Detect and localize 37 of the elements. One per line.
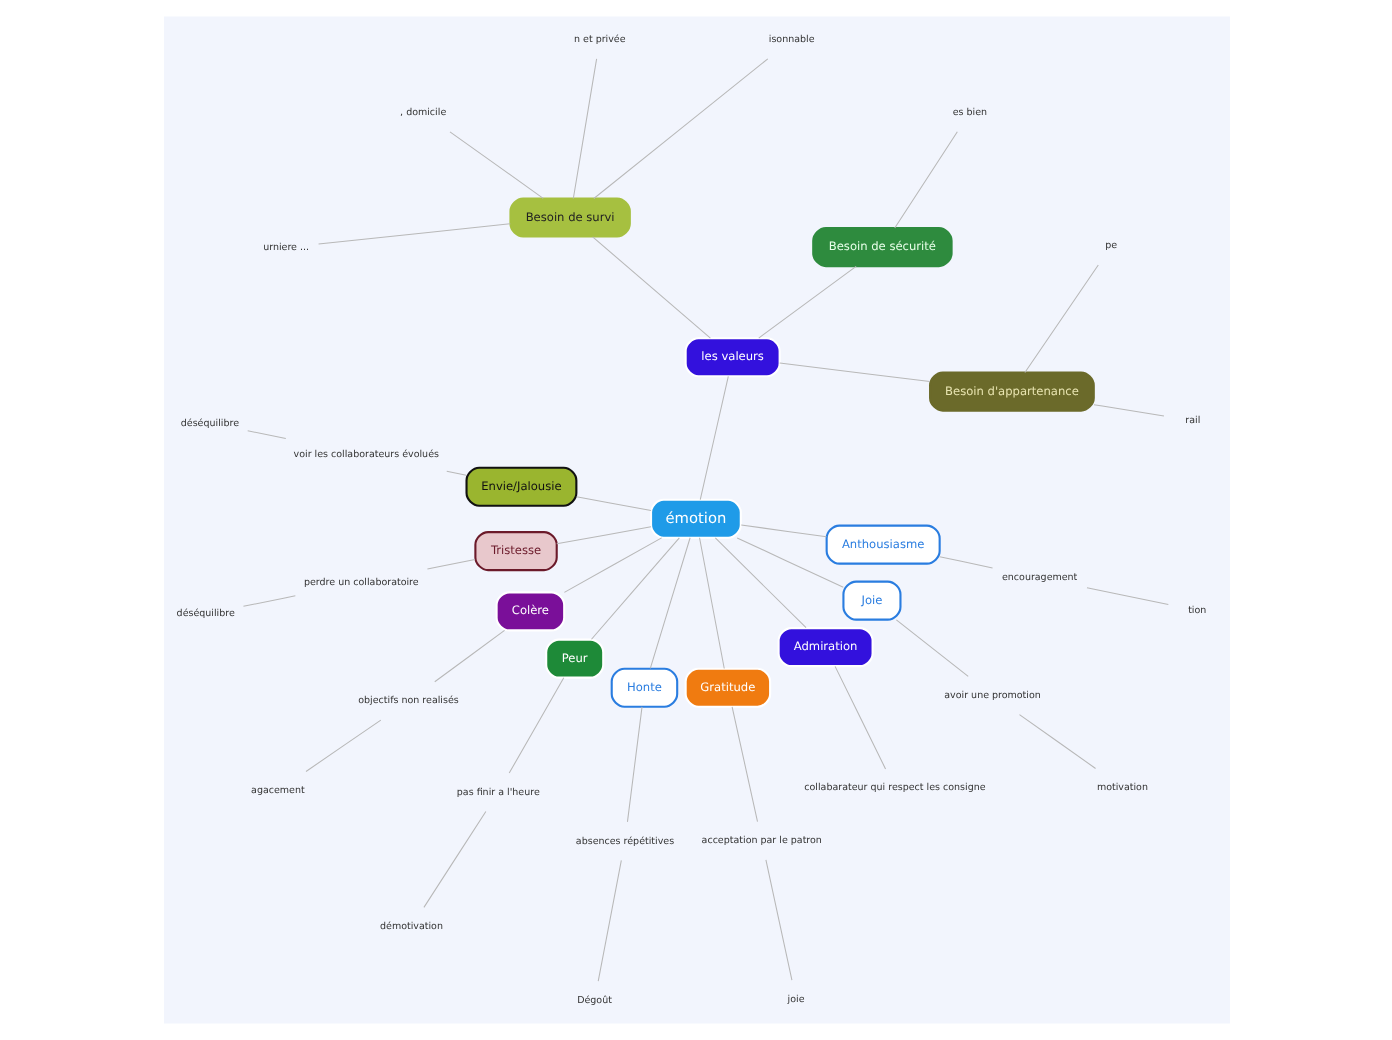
connector — [246, 430, 286, 439]
connector — [304, 719, 381, 772]
connector — [575, 496, 651, 511]
connector — [757, 265, 856, 339]
connector — [241, 595, 295, 607]
connector — [507, 677, 564, 774]
connector — [422, 810, 486, 908]
connector — [893, 131, 957, 229]
connector — [1085, 587, 1168, 606]
connector — [592, 58, 768, 199]
connector — [739, 524, 827, 538]
connector — [648, 537, 690, 669]
connector — [555, 526, 651, 545]
connector — [764, 859, 792, 981]
connector — [317, 223, 510, 245]
connector — [894, 619, 968, 677]
connector — [448, 131, 543, 199]
connector — [698, 375, 728, 501]
connector — [433, 629, 505, 683]
connector — [591, 236, 710, 339]
connector — [596, 859, 621, 982]
connector — [735, 537, 843, 588]
connector — [1023, 264, 1098, 374]
connector — [833, 665, 886, 770]
connector — [778, 362, 930, 382]
connector — [589, 537, 679, 640]
connector — [571, 58, 597, 200]
connector — [1017, 714, 1096, 769]
connector — [713, 537, 806, 629]
connector — [938, 556, 993, 569]
connector — [562, 537, 662, 593]
connector — [1092, 404, 1164, 417]
connector — [425, 558, 475, 570]
connector — [445, 470, 466, 476]
connector — [625, 706, 642, 823]
connector — [730, 706, 758, 823]
connector — [698, 537, 724, 670]
